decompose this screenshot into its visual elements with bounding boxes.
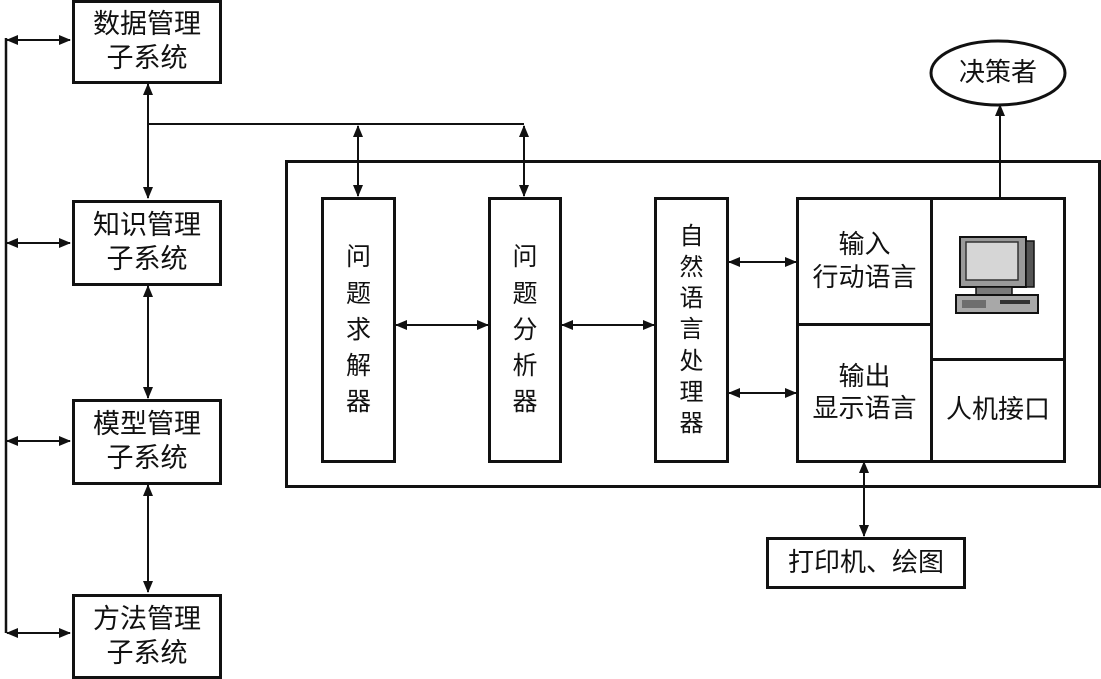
printer-plotter-label: 打印机、绘图: [787, 547, 944, 578]
problem-analyzer-module: [488, 197, 562, 463]
natural-language-processor-label: 自 然 语 言 处 理 器: [679, 221, 704, 437]
knowledge-management-label: 知识管理 子系统: [93, 210, 201, 275]
problem-analyzer-label: 问 题 分 析 器: [512, 242, 538, 417]
input-action-language-label: 输入 行动语言: [812, 230, 917, 293]
hci-label: 人机接口: [945, 395, 1050, 426]
model-management-subsystem: [72, 399, 222, 485]
interface-right-divider: [930, 358, 1066, 361]
model-management-label: 模型管理 子系统: [93, 409, 201, 474]
interface-left-divider: [796, 323, 932, 326]
computer-terminal-icon: [955, 236, 1039, 314]
problem-solver-module: [321, 197, 396, 463]
printer-plotter-box: [766, 537, 966, 589]
method-management-subsystem: [72, 594, 222, 679]
decision-maker-ellipse: [929, 39, 1067, 107]
data-management-label: 数据管理 子系统: [93, 9, 201, 74]
data-management-subsystem: [72, 0, 222, 84]
problem-solver-label: 问 题 求 解 器: [345, 242, 371, 417]
method-management-label: 方法管理 子系统: [93, 603, 201, 669]
knowledge-management-subsystem: [72, 200, 222, 286]
decision-maker-label: 决策者: [958, 57, 1037, 88]
natural-language-processor-module: [654, 197, 729, 463]
interface-vertical-divider: [930, 197, 933, 463]
dss-main-container: [285, 160, 1101, 488]
output-display-language-label: 输出 显示语言: [812, 361, 917, 425]
